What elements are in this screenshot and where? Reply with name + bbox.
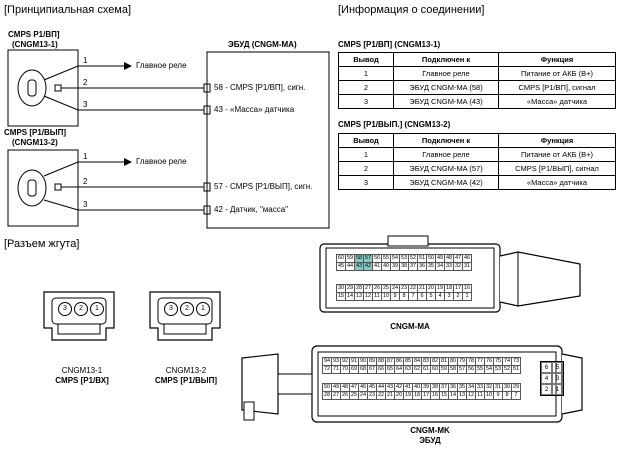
- pin-1: 1: [462, 292, 472, 301]
- cell: Питание от АКБ (B+): [498, 66, 616, 81]
- conn1-pins: 3 2 1: [58, 302, 104, 316]
- ma-connector-body: [319, 235, 581, 313]
- schematic-diagram: [7, 49, 330, 229]
- ecu-title: ЭБУД (CNGM-MA): [228, 40, 297, 49]
- cell: «Масса» датчика: [498, 175, 616, 190]
- ma-name: CNGM-MA: [390, 322, 430, 331]
- sensor1-name: CMPS P1/ВП]: [8, 30, 60, 39]
- conn2-drawing: [149, 291, 221, 341]
- cell: 1: [338, 147, 394, 162]
- pin: 1: [196, 302, 210, 316]
- ecu-box: [206, 51, 330, 229]
- conn1-drawing: [43, 291, 115, 341]
- pin-31: 31: [462, 262, 472, 271]
- cell: ЭБУД CNGM-MA (42): [393, 175, 499, 190]
- col-header: Подключен к: [393, 133, 499, 148]
- info-title: [Информация о соединении]: [338, 4, 485, 16]
- cell: Питание от АКБ (B+): [498, 147, 616, 162]
- relay-label-1: Главное реле: [136, 61, 187, 70]
- col-header: Функция: [498, 133, 616, 148]
- col-header: Вывод: [338, 133, 394, 148]
- sensor2-name: CMPS [P1/ВЫП]: [4, 128, 67, 137]
- conn2-pins: 3 2 1: [164, 302, 210, 316]
- table-row: 3 ЭБУД CNGM-MA (43) «Масса» датчика: [338, 94, 616, 109]
- cell: ЭБУД CNGM-MA (57): [393, 161, 499, 176]
- pin-label-1: 1: [83, 56, 88, 65]
- table-row: 1 Главное реле Питание от АКБ (B+): [338, 147, 616, 162]
- sensor2-box: [7, 149, 79, 227]
- pin-label-2b: 2: [83, 177, 88, 186]
- pin-6: 6: [541, 362, 552, 373]
- table-row: 1 Главное реле Питание от АКБ (B+): [338, 66, 616, 81]
- pin-7: 7: [511, 391, 521, 400]
- conn2-name: CMPS [P1/ВЫП]: [154, 376, 218, 385]
- pin: 1: [90, 302, 104, 316]
- mk-subname: ЭБУД: [419, 436, 441, 445]
- pin-3: 3: [552, 373, 563, 384]
- cell: CMPS [P1/ВП], сигнал: [498, 80, 616, 95]
- col-header: Вывод: [338, 52, 394, 67]
- relay-label-2: Главное реле: [136, 157, 187, 166]
- pin-label-3: 3: [83, 100, 88, 109]
- col-header: Подключен к: [393, 52, 499, 67]
- pin-4: 4: [541, 373, 552, 384]
- table-row: 2 ЭБУД CNGM-MA (58) CMPS [P1/ВП], сигнал: [338, 80, 616, 95]
- table1: Вывод Подключен к Функция 1 Главное реле…: [338, 52, 616, 109]
- sensor2-body: [17, 169, 47, 207]
- pin-label-1b: 1: [83, 152, 88, 161]
- cell: 2: [338, 161, 394, 176]
- col-header: Функция: [498, 52, 616, 67]
- pin-label-3b: 3: [83, 200, 88, 209]
- table2: Вывод Подключен к Функция 1 Главное реле…: [338, 133, 616, 190]
- ecu-pin-43: 43 - «Масса» датчика: [214, 105, 295, 114]
- cell: Главное реле: [393, 147, 499, 162]
- table-row: 2 ЭБУД CNGM-MA (57) CMPS [P1/ВЫП], сигна…: [338, 161, 616, 176]
- cell: CMPS [P1/ВЫП], сигнал: [498, 161, 616, 176]
- cell: ЭБУД CNGM-MA (58): [393, 80, 499, 95]
- ecu-pin-42: 42 - Датчик, "масса": [214, 205, 289, 214]
- table-row: 3 ЭБУД CNGM-MA (42) «Масса» датчика: [338, 175, 616, 190]
- cell: «Масса» датчика: [498, 94, 616, 109]
- pin: 2: [180, 302, 194, 316]
- cell: ЭБУД CNGM-MA (43): [393, 94, 499, 109]
- conn1-code: CNGM13-1: [61, 366, 103, 375]
- schematic-title: [Принципиальная схема]: [4, 4, 132, 16]
- harness-title: [Разъем жгута]: [4, 238, 80, 250]
- table2-title: CMPS [P1/ВЫП.] (CNGM13-2): [338, 120, 451, 129]
- pin-1: 1: [552, 384, 563, 395]
- pin-51: 51: [511, 365, 521, 374]
- pin: 2: [74, 302, 88, 316]
- sensor2-code: (CNGM13-2): [12, 138, 58, 147]
- mk-name: CNGM-MK: [410, 426, 450, 435]
- conn1-name: CMPS [P1/ВХ]: [55, 376, 109, 385]
- sensor1-code: (CNGM13-1): [12, 40, 58, 49]
- ecu-pin-57: 57 - CMPS [P1/ВЫП], сигн.: [214, 182, 313, 191]
- cell: 2: [338, 80, 394, 95]
- ecu-pin-58: 58 - CMPS [P1/ВП], сигн.: [214, 83, 306, 92]
- cell: 1: [338, 66, 394, 81]
- cell: 3: [338, 175, 394, 190]
- cell: Главное реле: [393, 66, 499, 81]
- pin-2: 2: [541, 384, 552, 395]
- table1-title: CMPS [P1/ВП] (CNGM13-1): [338, 40, 441, 49]
- pin-5: 5: [552, 362, 563, 373]
- pin: 3: [58, 302, 72, 316]
- conn2-code: CNGM13-2: [165, 366, 207, 375]
- pin-label-2: 2: [83, 78, 88, 87]
- sensor1-body: [17, 69, 47, 107]
- cell: 3: [338, 94, 394, 109]
- pin: 3: [164, 302, 178, 316]
